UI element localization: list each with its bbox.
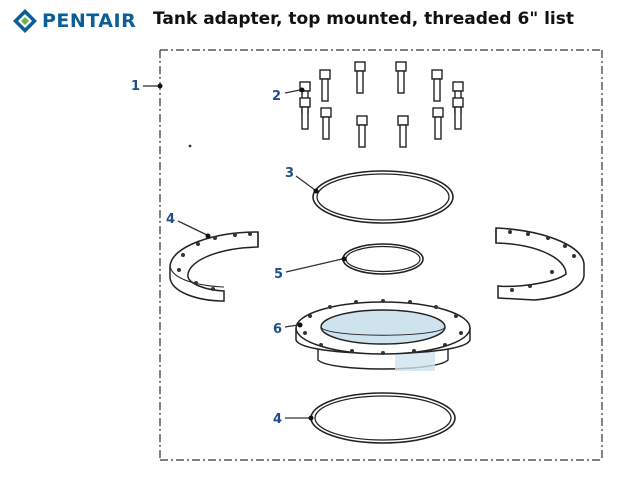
callout-1: 1 bbox=[131, 79, 163, 94]
callout-label: 1 bbox=[131, 79, 140, 94]
bolt bbox=[356, 115, 368, 148]
callout-label: 5 bbox=[274, 267, 283, 282]
callout-label: 2 bbox=[272, 89, 281, 104]
threaded-flange bbox=[295, 299, 471, 371]
callout-2: 2 bbox=[272, 87, 305, 104]
bolt bbox=[397, 115, 409, 148]
o-ring-large-top bbox=[312, 170, 454, 224]
bolt bbox=[452, 97, 464, 130]
o-ring-small bbox=[342, 243, 424, 275]
callout-4-top: 4 bbox=[166, 212, 211, 239]
callout-5: 5 bbox=[274, 256, 347, 282]
callout-label: 4 bbox=[166, 212, 175, 227]
bolt bbox=[319, 69, 331, 102]
callout-6: 6 bbox=[273, 322, 303, 337]
bolt bbox=[395, 61, 407, 94]
callout-label: 4 bbox=[273, 412, 282, 427]
bolt bbox=[320, 107, 332, 140]
bolts bbox=[299, 61, 464, 148]
bolt bbox=[432, 107, 444, 140]
pentair-logo-icon bbox=[13, 9, 37, 33]
callout-4-bottom: 4 bbox=[273, 412, 314, 427]
bolt bbox=[354, 61, 366, 94]
callout-label: 6 bbox=[273, 322, 282, 337]
split-ring-right bbox=[495, 227, 585, 301]
bolt bbox=[299, 97, 311, 130]
pentair-logo: PENTAIR bbox=[12, 8, 136, 34]
header: PENTAIR Tank adapter, top mounted, threa… bbox=[0, 0, 642, 40]
frame-outline bbox=[159, 49, 603, 461]
page-title: Tank adapter, top mounted, threaded 6" l… bbox=[153, 9, 574, 29]
split-ring-left bbox=[169, 231, 259, 302]
callout-label: 3 bbox=[285, 166, 294, 181]
bolt bbox=[431, 69, 443, 102]
o-ring-large-bottom bbox=[310, 392, 456, 444]
brand-name: PENTAIR bbox=[42, 10, 137, 32]
callout-3: 3 bbox=[285, 166, 319, 194]
